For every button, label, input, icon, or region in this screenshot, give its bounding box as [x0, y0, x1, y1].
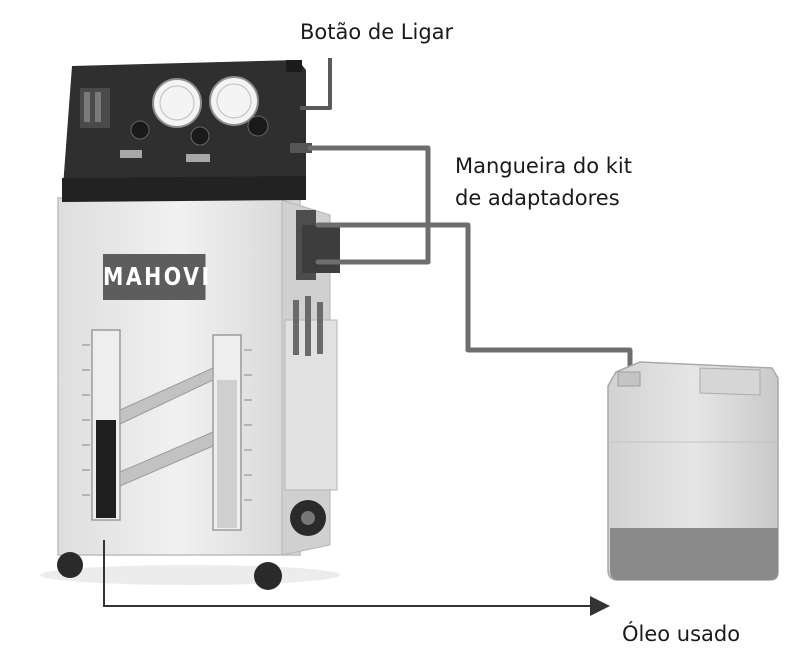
control-knob-2 — [190, 126, 210, 146]
tool-1 — [293, 300, 299, 355]
control-knob-1 — [130, 120, 150, 140]
tool-2 — [305, 296, 311, 356]
used-oil-label: Óleo usado — [622, 622, 741, 646]
adapter-kit-hose-label-line2: de adaptadores — [455, 186, 620, 210]
adapter-kit-hose-loop — [307, 145, 431, 265]
hoses — [307, 145, 633, 381]
wheel-front-left — [57, 552, 83, 578]
control-knob-3 — [247, 115, 269, 137]
display-bar-1 — [84, 92, 90, 122]
console-label-1 — [120, 150, 142, 158]
tool-3 — [317, 302, 323, 354]
gauge-left-dial — [159, 85, 195, 121]
brace-upper — [119, 367, 214, 425]
power-button — [286, 60, 302, 72]
level-tube-left-fill — [96, 420, 116, 518]
level-tube-right-fill — [217, 380, 237, 528]
wheel-front-right — [254, 562, 282, 590]
used-oil-level — [610, 528, 778, 580]
drain-hose — [315, 222, 633, 381]
console-base — [62, 176, 306, 202]
scale-ticks — [82, 344, 252, 501]
brace-lower — [119, 431, 214, 487]
adapter-kit-hose-label: Mangueira do kit de adaptadores — [455, 150, 632, 214]
power-button-label: Botão de Ligar — [300, 20, 454, 44]
hose-port-upper — [290, 143, 312, 153]
brand-logo: MAHOVI — [103, 254, 209, 300]
adapter-kit-hose-label-line1: Mangueira do kit — [455, 154, 632, 178]
machine-shadow — [40, 565, 340, 585]
wheel-hub — [301, 511, 315, 525]
jerrycan-cap — [617, 371, 641, 387]
filter-canister — [302, 225, 340, 273]
console-label-2 — [186, 154, 210, 162]
display-bar-2 — [95, 92, 101, 122]
power-button-leader — [300, 58, 332, 110]
gauge-right-dial — [216, 83, 252, 119]
used-oil-container — [607, 361, 779, 581]
jerrycan-handle — [699, 367, 761, 396]
used-oil-arrow — [103, 540, 610, 616]
flush-machine — [40, 60, 340, 590]
